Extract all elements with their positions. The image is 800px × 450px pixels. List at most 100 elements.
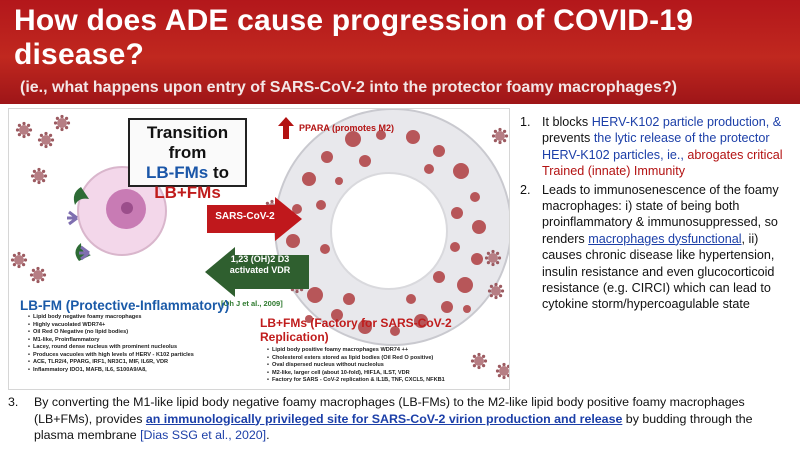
lipid-body [390,326,400,336]
sars-cov-2-arrow-label: SARS-CoV-2 [215,211,275,222]
point-2: 2. Leads to immunosenescence of the foam… [520,182,792,313]
lbfm-item: ACE, TLR2/4, PPARG, IRF1, NR3C1, MIF, IL… [28,359,253,367]
point-text: It blocks HERV-K102 particle production,… [542,115,783,178]
lipid-body [335,177,343,185]
ppara-up-arrow-icon [278,117,294,139]
vdr-arrow-label: 1,23 (OH)2 D3 activated VDR [229,254,291,275]
lipid-body [321,151,333,163]
point-number: 3. [8,395,19,409]
point-3-after: by budding through the plasma membrane [34,411,753,443]
virus-particle [30,167,48,185]
virus-particle [491,127,509,145]
lipid-body [451,207,463,219]
virus-particle [53,114,71,132]
point-1-part-2: prevents [542,131,594,146]
point-1-part-3: the lytic release of the protector HERV-… [542,131,770,162]
lbplus-item: Lipid body positive foamy macrophages WD… [267,347,507,355]
point-1: 1. It blocks HERV-K102 particle producti… [520,114,792,180]
lbplus-item: Cholesterol esters stored as lipid bodie… [267,355,507,363]
point-1-part-4: abrogates critical Trained (innate) Immu… [542,147,783,179]
lbfm-item: Lacey, round dense nucleus with prominen… [28,344,253,352]
transition-line3: LB+FMs [154,183,221,202]
lipid-body [457,277,473,293]
lipid-body [286,234,300,248]
slide-header: How does ADE cause progression of COVID-… [0,0,800,104]
lipid-body [359,155,371,167]
lbfm-title: LB-FM (Protective-Inflammatory) [20,298,230,313]
lbfm-list: Lipid body negative foamy macrophages Hi… [28,314,253,374]
point-number: 2. [520,182,531,197]
lbplus-item: M2-like, larger cell (about 10-fold), HI… [267,370,507,378]
lipid-body [463,305,471,313]
transition-line1: Transition from [146,123,229,162]
lipid-body [376,130,386,140]
lipid-body [331,309,343,321]
antibody-icons [67,210,90,261]
lipid-body [345,131,361,147]
point-number: 1. [520,115,531,129]
transition-line2: LB-FMs to [130,163,245,183]
lipid-body [316,200,326,210]
lipid-body [307,287,323,303]
lbplus-item: Factory for SARS - CoV-2 replication & I… [267,377,507,385]
lbfm-item: Lipid body negative foamy macrophages [28,314,253,322]
point-2-part-0: Leads to immunosenescence of the foamy m… [542,182,779,246]
lbfm-item: M1-like, Proinflammatory [28,337,253,345]
lipid-body [453,163,469,179]
virus-particle [37,131,55,149]
slide-title: How does ADE cause progression of COVID-… [14,4,694,71]
lbplus-item: Oval dispersed nucleus without nucleolus [267,362,507,370]
lipid-body [472,220,486,234]
virus-particle [10,251,28,269]
dias-citation: [Dias SSG et al., 2020] [140,428,267,442]
virus-particle [484,249,502,267]
lipid-body [433,271,445,283]
lipid-body [292,204,302,214]
point-1-part-1: HERV-K102 particle production, & [591,115,782,129]
point-3-before: By converting the M1-like lipid body neg… [34,395,745,426]
slide-subtitle: (ie., what happens upon entry of SARS-Co… [20,79,677,96]
lipid-body [470,192,480,202]
transition-box: Transition from LB-FMs to LB+FMs [128,118,247,202]
virus-particle [15,121,33,139]
lipid-body [406,294,416,304]
lipid-body [424,164,434,174]
macrophages-dysfunctional-link[interactable]: macrophages dysfunctional [588,231,742,246]
point-2-part-2: , ii) causes chronic disease like hypert… [542,231,775,312]
lbplus-list: Lipid body positive foamy macrophages WD… [267,347,507,385]
ade-figure: Transition from LB-FMs to LB+FMs PPARA (… [8,108,510,390]
point-3-end: . [266,428,270,442]
lbfm-item: Oil Red O Negative (no lipid bodies) [28,329,253,337]
lbfm-item: Highly vacuolated WDR74+ [28,322,253,330]
lipid-body [343,293,355,305]
lipid-body [450,242,460,252]
oh-citation: [Oh J et al., 2009] [221,299,283,308]
numbered-points: 1. It blocks HERV-K102 particle producti… [520,114,792,315]
lipid-bodies [286,130,486,336]
lipid-body [305,315,313,323]
lipid-body [406,130,420,144]
lbfm-nucleolus [121,202,133,214]
lipid-body [441,301,453,313]
transition-lbfm: LB-FMs [145,163,209,182]
lipid-body [302,172,316,186]
lbfm-item: Inflammatory IDO1, MAFB, IL6, S100A9/A8, [28,367,253,375]
point-3: 3. By converting the M1-like lipid body … [8,394,794,444]
vdr-arrow-icon [205,247,309,297]
point-3-text: By converting the M1-like lipid body neg… [8,394,794,444]
ppara-label: PPARA (promotes M2) [299,123,395,133]
lipid-body [320,244,330,254]
privileged-site-link[interactable]: an immunologically privileged site for S… [145,411,623,426]
lbplus-nucleus [330,172,448,290]
sars-cov-2-arrow-icon [207,197,302,241]
virus-particle [487,282,505,300]
lipid-body [358,320,372,334]
virus-particle [29,266,47,284]
lbplus-title: LB+FMs (Factory for SARS-CoV-2 Replicati… [260,316,452,344]
lipid-body [433,145,445,157]
transition-to: to [208,163,230,182]
lipid-body [414,314,428,328]
point-1-part-0: It blocks [542,115,592,129]
point-text: Leads to immunosenescence of the foamy m… [542,183,779,312]
lipid-body [471,253,483,265]
